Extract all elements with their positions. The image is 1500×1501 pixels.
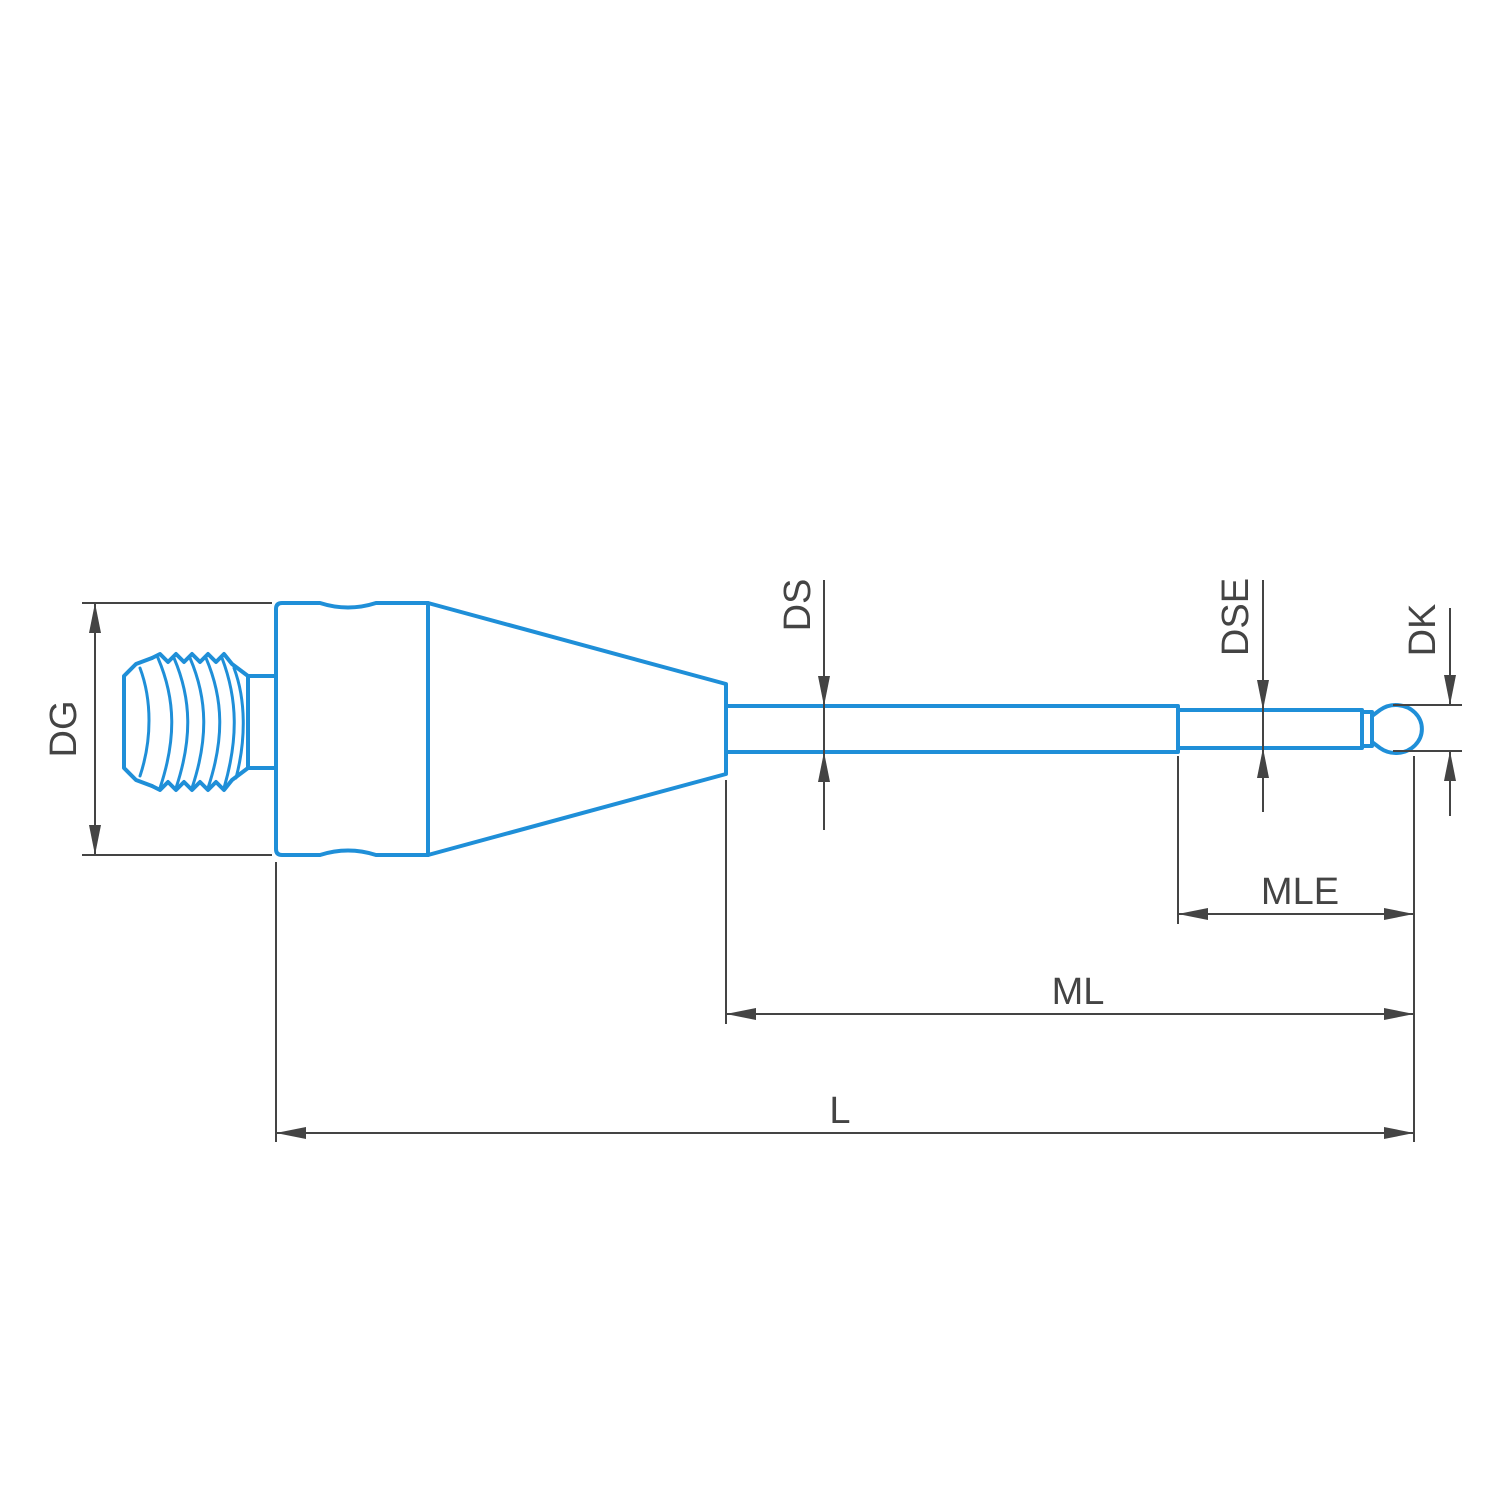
thread-outline: [122, 656, 154, 788]
label-l: L: [829, 1090, 850, 1132]
dimension-dse: DSE: [1215, 578, 1269, 812]
thread-flanks: [138, 656, 245, 790]
body-cylinder: [274, 601, 430, 857]
thread-neck: [246, 674, 278, 770]
dimensions: DG DS DSE DK: [43, 578, 1462, 1142]
ball-tip: [1370, 703, 1424, 755]
dimension-dk: DK: [1393, 604, 1462, 816]
body-cone: [426, 601, 728, 857]
dimension-ds: DS: [777, 579, 830, 830]
label-dg: DG: [43, 701, 85, 758]
dimension-l: L: [276, 1090, 1414, 1139]
label-dk: DK: [1402, 604, 1444, 657]
label-ml: ML: [1052, 971, 1105, 1013]
stylus-part: [122, 601, 1424, 857]
stem-extension: [1176, 708, 1364, 750]
thread-section: [122, 652, 278, 792]
dimension-mle: MLE: [1178, 871, 1414, 920]
thread-crest-top: [150, 652, 250, 678]
dimension-ml: ML: [726, 971, 1414, 1020]
label-mle: MLE: [1261, 871, 1339, 913]
label-ds: DS: [777, 579, 819, 632]
stem: [724, 704, 1180, 754]
label-dse: DSE: [1215, 578, 1257, 656]
dimension-dg: DG: [43, 602, 272, 856]
